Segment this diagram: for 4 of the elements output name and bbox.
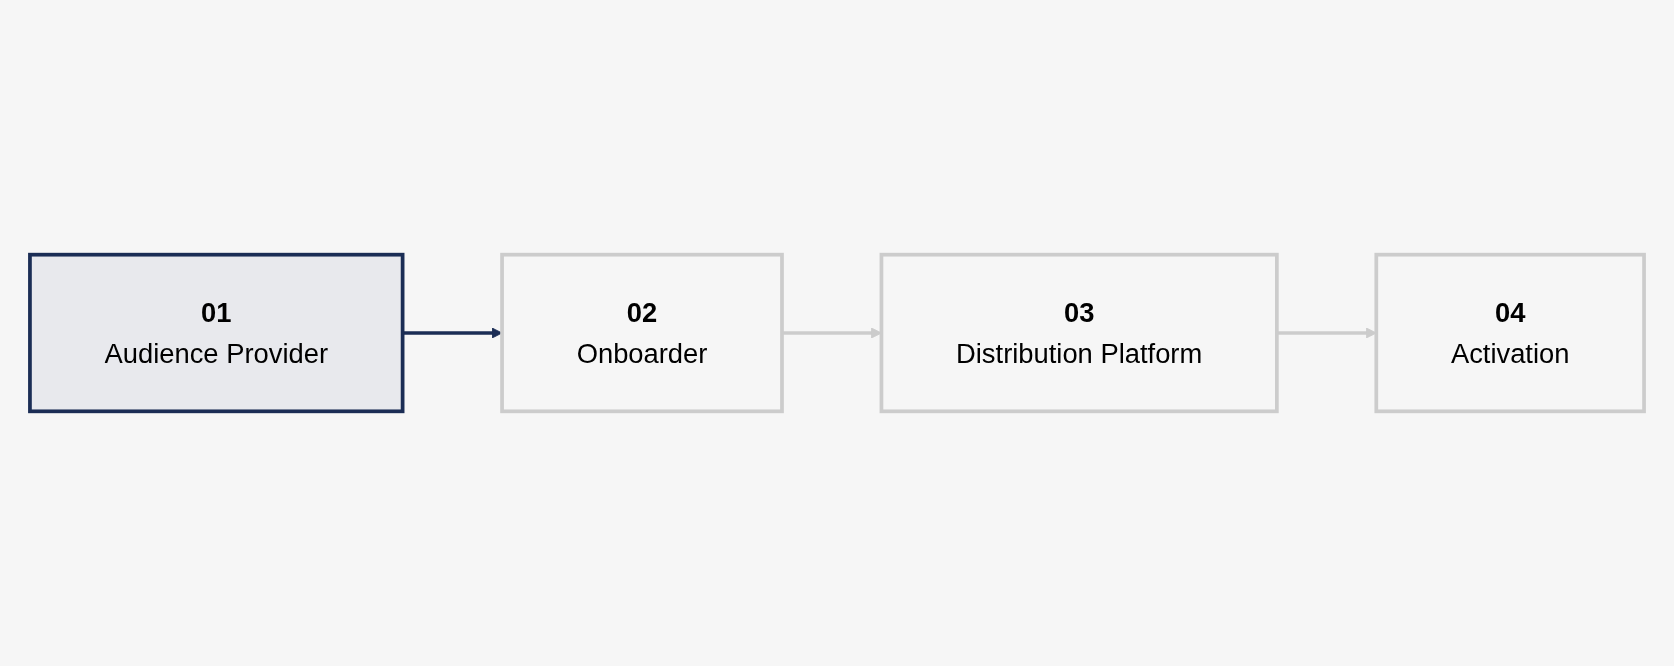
node-box: 01 Audience Provider (28, 252, 405, 414)
node-box: 03 Distribution Platform (879, 252, 1279, 414)
node-box: 02 Onboarder (500, 252, 784, 414)
node-box: 04 Activation (1374, 252, 1646, 414)
